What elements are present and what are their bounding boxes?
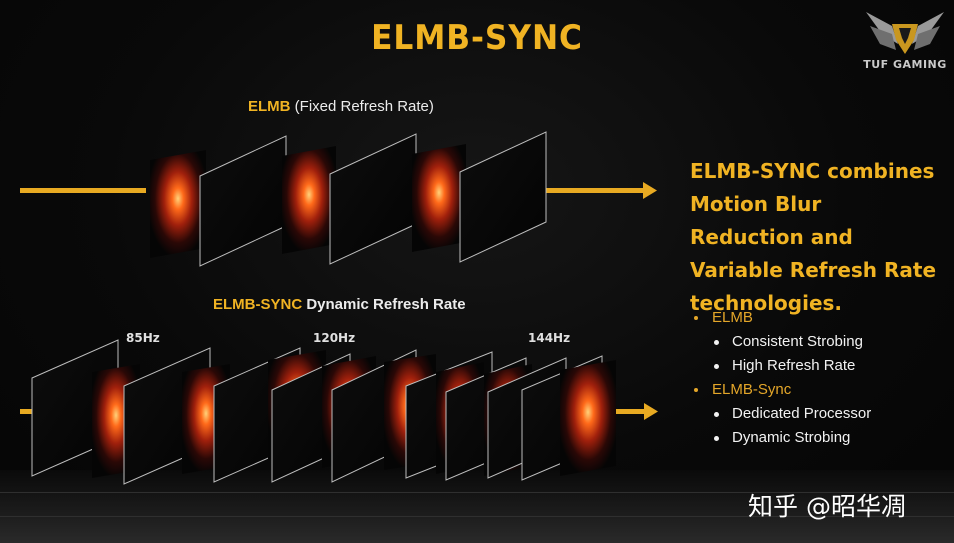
fixed-frame-pair-2 <box>282 133 417 265</box>
feature-item: Dynamic Strobing <box>690 426 940 450</box>
fixed-frame-pair-1 <box>150 135 287 267</box>
lit-frame <box>150 150 206 258</box>
arrow-in-fixed <box>20 188 146 193</box>
feature-item: Consistent Strobing <box>690 330 940 354</box>
fixed-row-label-highlight: ELMB <box>248 98 291 115</box>
watermark-text: 知乎 @昭华凋 <box>748 492 906 521</box>
rate-label-144: 144Hz <box>528 331 571 345</box>
black-frame <box>459 131 547 263</box>
feature-group-elmb-sync: ELMB-Sync <box>690 378 940 402</box>
floor-background <box>0 470 954 543</box>
arrow-head-fixed <box>643 182 657 199</box>
black-frame <box>329 133 417 265</box>
arrow-in-dynamic <box>20 409 38 414</box>
lit-frame <box>412 144 466 252</box>
lit-frame <box>560 360 616 476</box>
dynamic-row-label: ELMB-SYNC Dynamic Refresh Rate <box>213 296 466 313</box>
floor-line <box>0 516 954 517</box>
feature-item: Dedicated Processor <box>690 402 940 426</box>
fixed-frame-pair-3 <box>412 131 547 263</box>
dynamic-row-label-rest: Dynamic Refresh Rate <box>302 296 466 313</box>
lit-frame <box>282 146 336 254</box>
headline-text: ELMB-SYNC combines Motion Blur Reduction… <box>690 159 937 315</box>
arrow-out-fixed <box>545 188 645 193</box>
fixed-row-label-rest: (Fixed Refresh Rate) <box>290 98 434 115</box>
logo-text: TUF GAMING <box>863 58 947 71</box>
fixed-row-label: ELMB (Fixed Refresh Rate) <box>248 98 434 115</box>
black-frame <box>199 135 287 267</box>
dynamic-frames <box>31 339 616 485</box>
feature-item: High Refresh Rate <box>690 354 940 378</box>
floor-line <box>0 492 954 493</box>
slide-title: ELMB-SYNC <box>371 18 583 58</box>
dynamic-row-label-highlight: ELMB-SYNC <box>213 296 303 313</box>
feature-list: ELMB Consistent Strobing High Refresh Ra… <box>690 306 940 450</box>
arrow-head-dynamic <box>644 403 658 420</box>
rate-label-85: 85Hz <box>126 331 160 345</box>
rate-label-120: 120Hz <box>313 331 356 345</box>
tuf-gaming-logo-icon <box>866 12 944 54</box>
feature-group-elmb: ELMB <box>690 306 940 330</box>
arrow-out-dynamic <box>616 409 646 414</box>
